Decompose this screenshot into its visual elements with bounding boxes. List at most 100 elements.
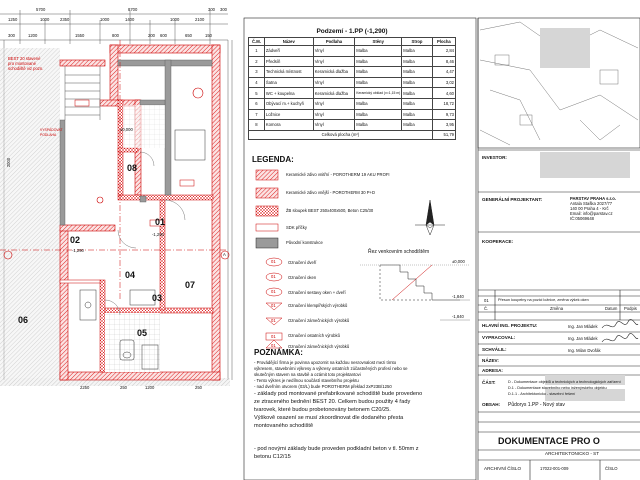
dim-row2-6: 1000	[170, 17, 180, 22]
cooperation-label: KOOPERACE:	[482, 239, 514, 244]
room-area: 8,46	[431, 55, 457, 68]
col-header: Podlaha	[312, 37, 356, 46]
note-line: - pod novými základy bude proveden podkl…	[254, 446, 419, 452]
revision-header: Změna	[550, 306, 564, 311]
revision-header: Č.	[484, 306, 489, 311]
note-line: - nad dveřním otvorem (03/L) bude POROTH…	[254, 384, 392, 389]
col-header: Strop	[401, 37, 433, 46]
dim-row2-4: 1000	[100, 17, 110, 22]
redacted-block	[540, 152, 630, 178]
room-label-08: 08	[127, 163, 138, 173]
room-area: 3,95	[431, 119, 457, 131]
nazev-label: NÁZEV:	[482, 358, 499, 363]
room-walls: Malba	[354, 55, 403, 68]
dim-row2-5: 1400	[125, 17, 135, 22]
revision-header: Datum	[605, 306, 618, 311]
dim-row2-3: 2350	[60, 17, 70, 22]
room-walls: Malba	[354, 45, 403, 57]
designer-line: IČ:05069648	[570, 216, 594, 221]
room-name: Obývací m.+ kuchyň	[263, 97, 314, 110]
room-ceiling: Malba	[401, 119, 433, 131]
dim-top-1: 5700	[36, 7, 46, 12]
room-area: 9,73	[431, 108, 457, 121]
room-floor: Vinyl	[312, 45, 356, 57]
room-floor: Keramická dlažba	[312, 87, 356, 99]
archive-value: 17022-001-009	[540, 466, 569, 471]
room-label-07: 07	[185, 280, 196, 290]
room-name: Šatna	[263, 76, 314, 89]
symbol-code: 01	[271, 274, 276, 279]
note-line: betonu C12/15	[254, 454, 291, 460]
room-floor: Vinyl	[312, 76, 356, 89]
designer-line: PARSTAV PRAHA s.r.o.	[570, 196, 616, 201]
room-label-05: 05	[137, 328, 148, 338]
dim-row2-1: 1250	[8, 17, 18, 22]
dim-row3-1: 300	[8, 33, 15, 38]
room-name: WC + koupelna	[263, 87, 314, 99]
dim-top-4: 300	[220, 7, 227, 12]
red-small-1: VYSPÁDOVAT	[40, 128, 63, 132]
revision-text: Přesun koupelny na pozici ložnice, změna…	[498, 298, 589, 302]
level-mark-2: -1,290	[152, 232, 164, 237]
dim-top-3: 300	[208, 7, 215, 12]
role-label: HLAVNÍ ING. PROJEKTU:	[482, 323, 538, 328]
room-name: Předsíň	[263, 55, 314, 68]
room-label-01: 01	[155, 217, 166, 227]
col-header: Č.M.	[248, 37, 265, 46]
note-line: - Provádějící firma je povinna upozornit…	[254, 360, 397, 365]
room-walls: Malba	[354, 66, 403, 78]
room-table-header-row: Č.M. Název Podlaha Stěny Strop Plocha	[248, 37, 457, 46]
room-floor: Vinyl	[312, 119, 356, 131]
red-note-1: BEST 20 stavené	[8, 56, 41, 61]
room-label-02: 02	[70, 235, 81, 245]
room-ceiling: Malba	[401, 108, 433, 121]
symbol-code: 01	[271, 343, 276, 348]
room-walls: Malba	[354, 108, 403, 121]
room-ceiling: Malba	[401, 87, 433, 99]
note-line: ze ztraceného bednění BEST 20. Celkem bu…	[254, 399, 411, 405]
section-mark: A	[223, 252, 226, 257]
legend-title: LEGENDA:	[252, 155, 294, 164]
cast-line: D - Dokumentace objektů a technických a …	[508, 380, 621, 384]
dim-top-2: 8700	[128, 7, 138, 12]
red-note-2: pro montované	[8, 61, 36, 66]
note-line: montovaného schodiště	[254, 423, 314, 429]
room-walls: Malba	[354, 97, 403, 110]
room-name: Zádveří	[263, 45, 314, 57]
legend-symbol: Označení klempířských výrobků	[288, 303, 348, 308]
dim-bottom-2: 250	[120, 385, 127, 390]
dim-row3-5: 200	[148, 33, 155, 38]
room-label-03: 03	[152, 293, 163, 303]
dim-bottom-3: 1200	[145, 385, 155, 390]
redacted-block	[545, 389, 625, 401]
room-number: 8	[248, 119, 265, 131]
legend-item: Keramické zdivo vnitřní - POROTHERM 19 A…	[286, 172, 390, 177]
dim-row3-8: 150	[205, 33, 212, 38]
dim-left: 2000	[6, 157, 12, 168]
symbol-code: 01	[271, 334, 276, 339]
room-floor: Vinyl	[312, 55, 356, 68]
room-ceiling: Malba	[401, 66, 433, 78]
room-area: 3,02	[431, 76, 457, 89]
role-value: Ing. Jan Mládek	[568, 336, 598, 341]
legend-item: SDK příčky	[286, 225, 307, 230]
note-line: Výškově osazení se musí zkoordinovat dle…	[254, 415, 404, 421]
room-number: 4	[248, 76, 265, 89]
room-walls: Malba	[354, 76, 403, 89]
legend-item: ŽB sloupek BEST 250x400x500, Beton C25/3…	[286, 208, 374, 213]
note-line: tvarovek, které budou probetonovány beto…	[254, 407, 391, 413]
total-label: Celková plocha (m²)	[248, 129, 433, 140]
obsah-value: Půdorys 1.PP - Nový stav	[508, 402, 565, 408]
level-mark-1: ±0,000	[120, 127, 133, 132]
adresa-label: ADRESA:	[482, 368, 503, 373]
archive-label: ARCHIVNÍ ČÍSLO	[484, 466, 522, 471]
designer-line: Email: info@parstav.cz	[570, 211, 613, 216]
room-walls: Malba	[354, 119, 403, 131]
